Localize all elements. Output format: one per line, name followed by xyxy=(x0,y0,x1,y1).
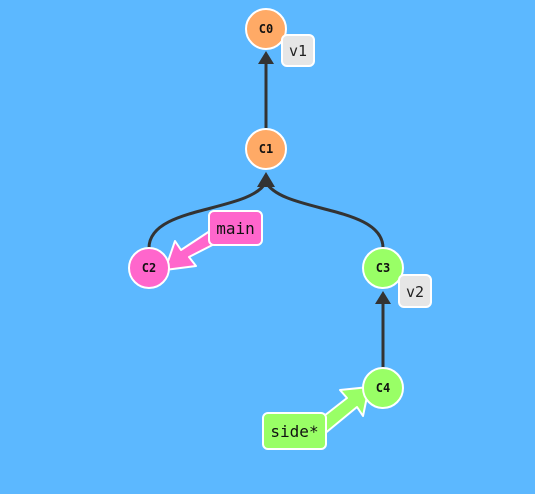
tag-v2[interactable]: v2 xyxy=(398,274,432,308)
commit-c2-label: C2 xyxy=(142,261,156,275)
commit-c1-label: C1 xyxy=(259,142,273,156)
commit-c1[interactable]: C1 xyxy=(245,128,287,170)
commit-c0[interactable]: C0 xyxy=(245,8,287,50)
commit-c0-label: C0 xyxy=(259,22,273,36)
edge-c2-c1 xyxy=(147,181,268,249)
commit-c4-label: C4 xyxy=(376,381,390,395)
commit-c3-label: C3 xyxy=(376,261,390,275)
branch-side-label: side* xyxy=(270,422,318,441)
tag-v2-label: v2 xyxy=(406,283,424,301)
branch-main[interactable]: main xyxy=(208,210,263,246)
arrowhead-c3 xyxy=(375,291,391,304)
commit-c3[interactable]: C3 xyxy=(362,247,404,289)
branch-side[interactable]: side* xyxy=(262,412,327,450)
commit-c4[interactable]: C4 xyxy=(362,367,404,409)
side-branch-arrow xyxy=(314,386,370,436)
arrowhead-c1 xyxy=(257,172,275,187)
edge-c3-c1 xyxy=(264,181,385,249)
branch-main-label: main xyxy=(216,219,255,238)
commit-c2[interactable]: C2 xyxy=(128,247,170,289)
edges xyxy=(147,51,391,368)
branch-arrows xyxy=(164,222,370,436)
tag-v1[interactable]: v1 xyxy=(281,34,315,67)
tag-v1-label: v1 xyxy=(289,42,307,60)
arrowhead-c0 xyxy=(258,51,274,64)
